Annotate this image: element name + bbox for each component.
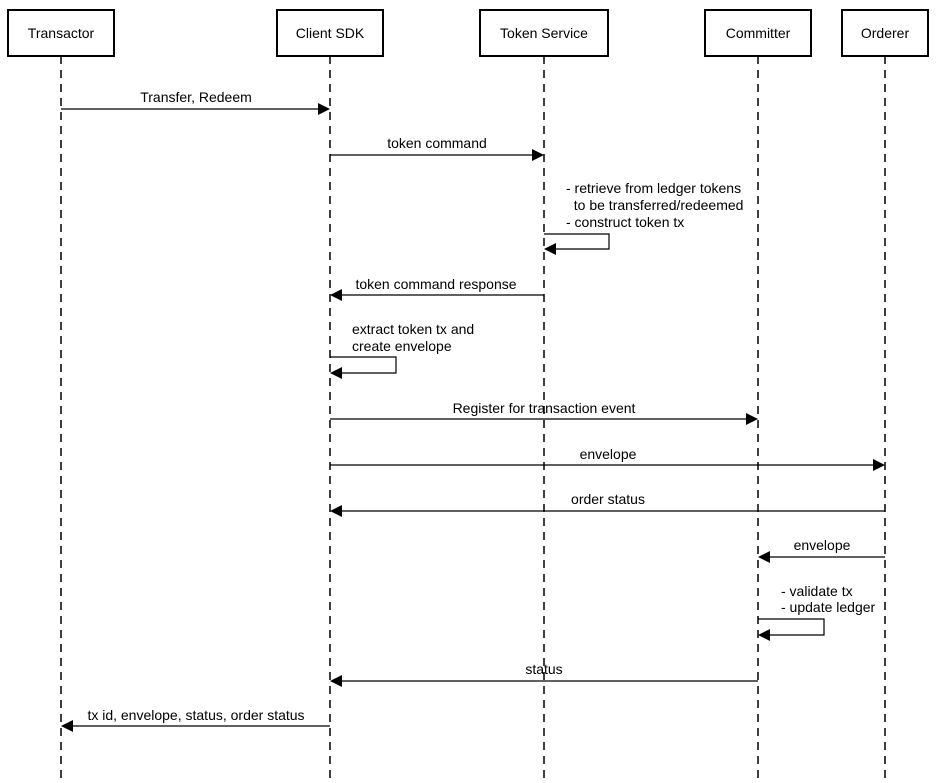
arrow-head — [758, 551, 770, 563]
arrow-head — [873, 459, 885, 471]
message-label: order status — [571, 491, 645, 507]
message-label: Register for transaction event — [453, 400, 636, 416]
arrow-head — [330, 675, 342, 687]
arrow-head — [532, 149, 544, 161]
message-label: - construct token tx — [566, 214, 684, 230]
message-envelope-to-orderer: envelope — [330, 446, 885, 471]
arrow-head — [330, 505, 342, 517]
participant-orderer: Orderer — [841, 9, 929, 57]
arrow-head — [61, 720, 73, 732]
arrow-head — [746, 413, 758, 425]
participant-box — [479, 9, 609, 57]
participant-transactor: Transactor — [7, 9, 115, 57]
message-label: - validate tx — [781, 583, 853, 599]
self-message-line — [758, 618, 825, 636]
message-label: create envelope — [352, 338, 452, 354]
participant-label: Transactor — [28, 25, 95, 41]
message-retrieve-construct: - retrieve from ledger tokens to be tran… — [544, 180, 743, 255]
message-label: envelope — [794, 537, 851, 553]
message-status: status — [330, 661, 758, 687]
message-label: to be transferred/redeemed — [566, 197, 743, 213]
self-message-line — [330, 356, 397, 374]
arrow-head — [758, 629, 770, 641]
message-register-tx-event: Register for transaction event — [330, 400, 758, 425]
message-label: status — [525, 661, 562, 677]
participant-token-service: Token Service — [479, 9, 609, 57]
message-label: token command — [387, 135, 487, 151]
participant-committer: Committer — [704, 9, 812, 57]
participant-label: Committer — [726, 25, 791, 41]
message-label: token command response — [355, 276, 516, 292]
message-transfer-redeem: Transfer, Redeem — [61, 89, 330, 115]
message-final-response: tx id, envelope, status, order status — [61, 707, 330, 732]
participant-label: Client SDK — [296, 25, 365, 41]
arrow-head — [544, 243, 556, 255]
arrow-head — [330, 367, 342, 379]
message-envelope-to-committer: envelope — [758, 537, 885, 563]
participant-label: Orderer — [861, 25, 910, 41]
participant-box — [841, 9, 929, 57]
message-label: envelope — [580, 446, 637, 462]
messages: Transfer, Redeem token command - retrieve … — [61, 89, 885, 732]
message-validate-update: - validate tx- update ledger — [758, 583, 876, 641]
participant-client-sdk: Client SDK — [276, 9, 384, 57]
participant-box — [276, 9, 384, 57]
message-label: Transfer, Redeem — [140, 89, 252, 105]
message-token-command-response: token command response — [330, 276, 544, 301]
participants: Transactor Client SDK Token Service Committ… — [7, 9, 929, 57]
message-label: extract token tx and — [352, 321, 474, 337]
message-order-status: order status — [330, 491, 885, 517]
message-label: - update ledger — [781, 599, 876, 615]
arrow-head — [330, 289, 342, 301]
lifelines — [60, 56, 886, 783]
message-label: tx id, envelope, status, order status — [87, 707, 304, 723]
self-message-line — [544, 233, 610, 250]
participant-label: Token Service — [500, 25, 588, 41]
message-token-command: token command — [330, 135, 544, 161]
participant-box — [704, 9, 812, 57]
participant-box — [7, 9, 115, 57]
message-label: - retrieve from ledger tokens — [566, 180, 741, 196]
arrow-head — [318, 103, 330, 115]
